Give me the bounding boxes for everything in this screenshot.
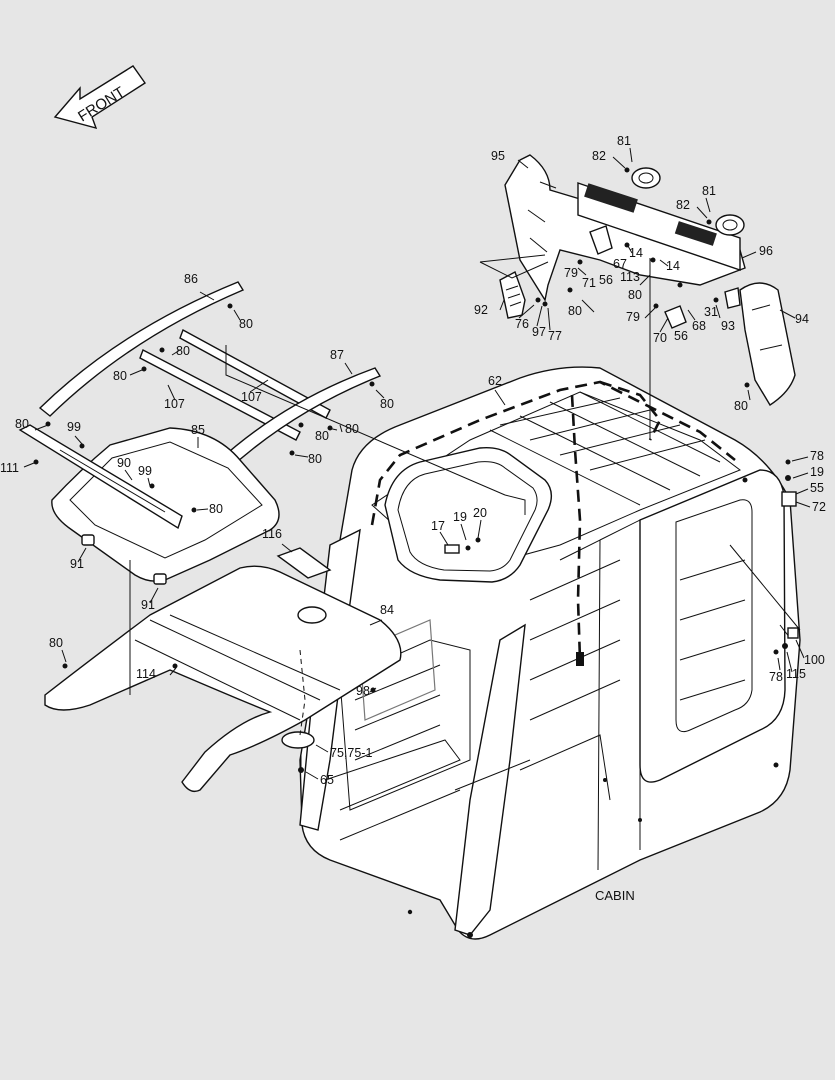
callout-56: 56 xyxy=(674,329,688,343)
callout-80: 80 xyxy=(568,304,582,318)
callout-93: 93 xyxy=(721,319,735,333)
callout-90: 90 xyxy=(117,456,131,470)
callout-91: 91 xyxy=(70,557,84,571)
callout-80: 80 xyxy=(49,636,63,650)
diagram-caption: CABIN xyxy=(595,888,635,903)
callout-111: 111 xyxy=(0,461,19,475)
callout-107: 107 xyxy=(241,390,262,404)
callout-91: 91 xyxy=(141,598,155,612)
callout-114: 114 xyxy=(136,667,156,681)
callout-31: 31 xyxy=(704,305,718,319)
callout-62: 62 xyxy=(488,374,502,388)
callout-85: 85 xyxy=(191,423,205,437)
callout-80: 80 xyxy=(628,288,642,302)
callout-leaders xyxy=(23,147,811,780)
callout-72: 72 xyxy=(812,500,826,514)
callout-80: 80 xyxy=(315,429,329,443)
callout-78: 78 xyxy=(769,670,783,684)
callout-19: 19 xyxy=(810,465,824,479)
leader-lines xyxy=(129,254,801,736)
callout-99: 99 xyxy=(67,420,81,434)
cabin-frame xyxy=(299,366,801,940)
callout-82: 82 xyxy=(592,149,606,163)
hardware xyxy=(33,167,799,693)
callout-100: 100 xyxy=(804,653,825,667)
callout-79: 79 xyxy=(564,266,578,280)
callout-95: 95 xyxy=(491,149,505,163)
callout-65: 65 xyxy=(320,773,334,787)
callout-116: 116 xyxy=(262,527,282,541)
rear-trim-assembly xyxy=(499,154,796,406)
callout-80: 80 xyxy=(239,317,253,331)
callout-98: 98 xyxy=(356,684,370,698)
callout-81: 81 xyxy=(617,134,631,148)
callout-14: 14 xyxy=(629,246,643,260)
callout-82: 82 xyxy=(676,198,690,212)
callout-97: 97 xyxy=(532,325,546,339)
callout-68: 68 xyxy=(692,319,706,333)
callout-77: 77 xyxy=(548,329,562,343)
callout-19: 19 xyxy=(453,510,467,524)
callout-81: 81 xyxy=(702,184,716,198)
callout-80: 80 xyxy=(176,344,190,358)
callout-99: 99 xyxy=(138,464,152,478)
callout-55: 55 xyxy=(810,481,824,495)
callout-79: 79 xyxy=(626,310,640,324)
callout-80: 80 xyxy=(209,502,223,516)
roof-liner-parts xyxy=(18,281,402,793)
callout-86: 86 xyxy=(184,272,198,286)
callout-78: 78 xyxy=(810,449,824,463)
callout-92: 92 xyxy=(474,303,488,317)
callout-113: 113 xyxy=(620,270,640,284)
callout-84: 84 xyxy=(380,603,394,617)
callout-71: 71 xyxy=(582,276,596,290)
callout-80: 80 xyxy=(15,417,29,431)
callout-115: 115 xyxy=(786,667,806,681)
callout-94: 94 xyxy=(795,312,809,326)
callout-70: 70 xyxy=(653,331,667,345)
callout-80: 80 xyxy=(380,397,394,411)
callout-56: 56 xyxy=(599,273,613,287)
callouts: 81 82 95 81 82 96 14 14 67 79 56 71 113 … xyxy=(0,134,826,787)
callout-80: 80 xyxy=(345,422,359,436)
callout-17: 17 xyxy=(431,519,445,533)
callout-20: 20 xyxy=(473,506,487,520)
front-arrow: FRONT xyxy=(53,65,146,130)
callout-14: 14 xyxy=(666,259,680,273)
callout-80: 80 xyxy=(734,399,748,413)
callout-107: 107 xyxy=(164,397,185,411)
callout-67: 67 xyxy=(613,257,627,271)
callout-80: 80 xyxy=(308,452,322,466)
callout-76: 76 xyxy=(515,317,529,331)
callout-80: 80 xyxy=(113,369,127,383)
callout-96: 96 xyxy=(759,244,773,258)
callout-75: 75,75-1 xyxy=(330,746,372,760)
callout-87: 87 xyxy=(330,348,344,362)
